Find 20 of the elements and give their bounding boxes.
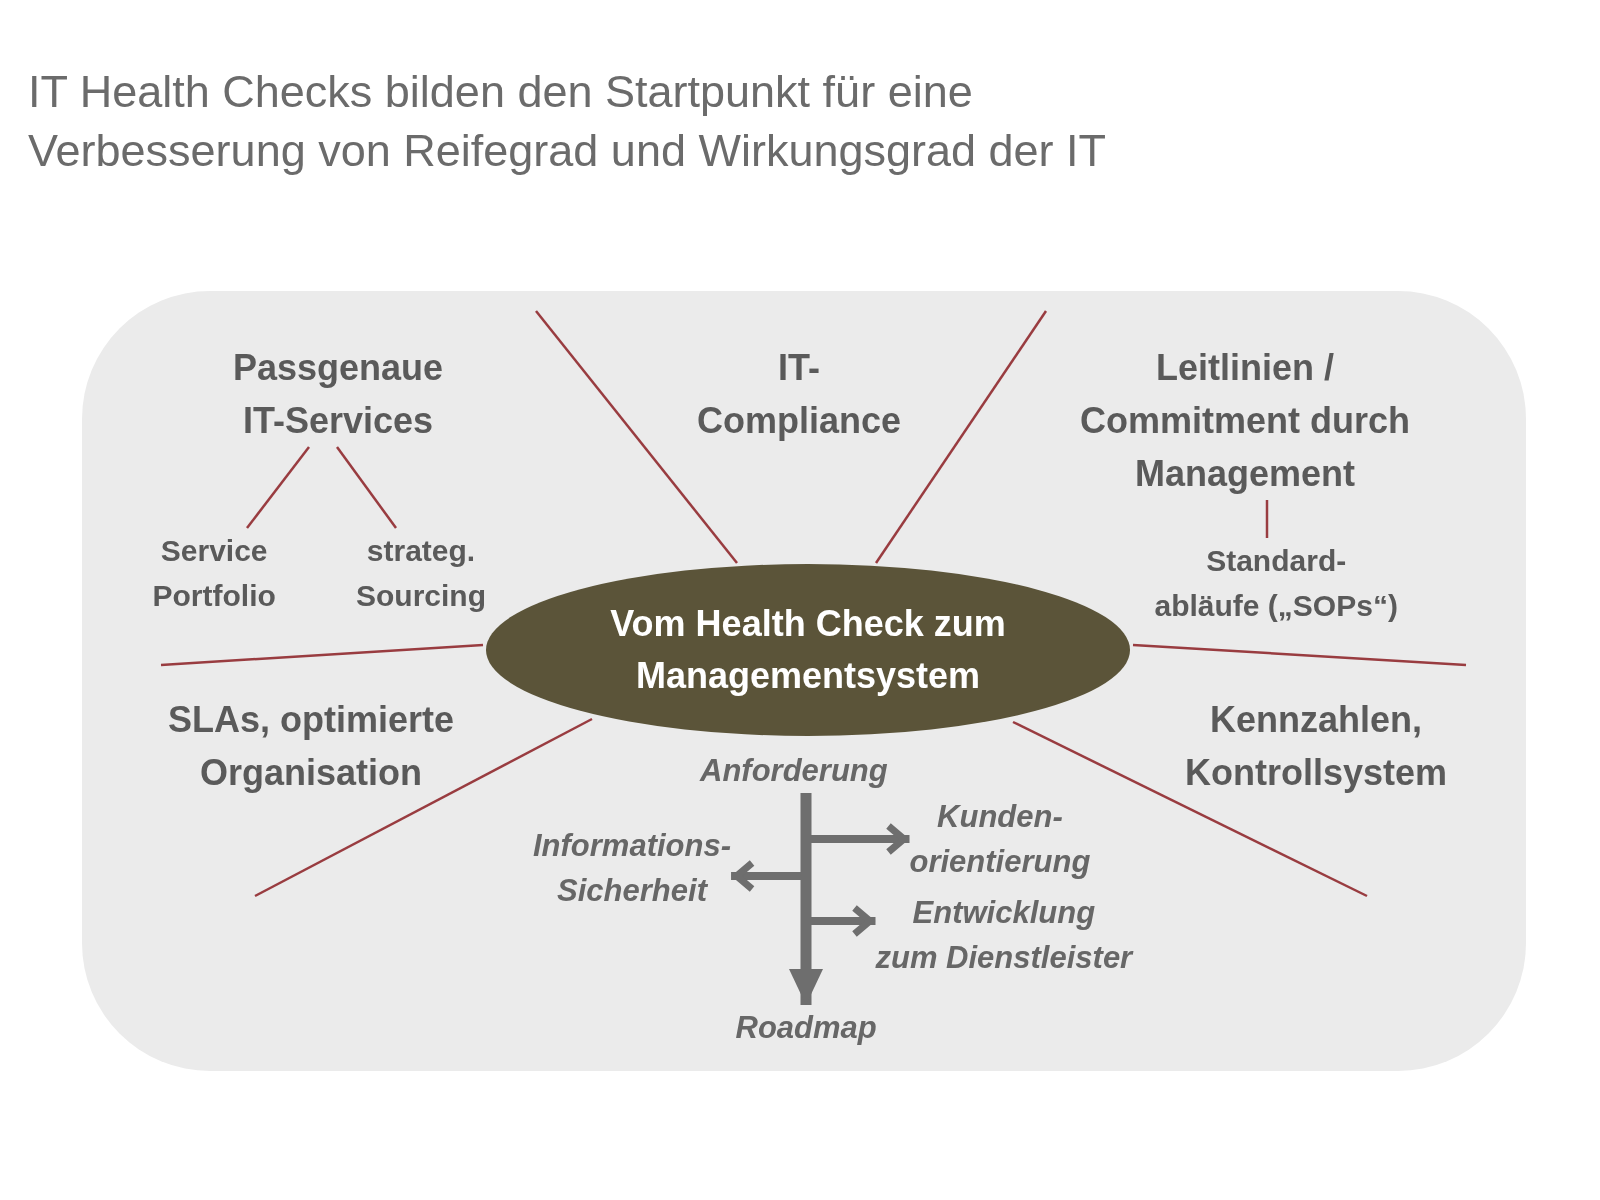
rounded-panel: [82, 291, 1526, 1071]
connector-line: [1265, 500, 1269, 538]
arrow: [789, 793, 823, 1005]
diagram-title: IT Health Checks bilden den Startpunkt für eine Verbesserung von Reifegrad und Wirkungsgrad der IT: [28, 65, 1107, 178]
flow-label: Kunden- orientierung: [909, 794, 1091, 884]
subtopic-label: Standard- abläufe („SOPs“): [1154, 538, 1398, 628]
topic-label: SLAs, optimierte Organisation: [168, 693, 455, 799]
topic-label: Passgenaue IT-Services: [233, 341, 444, 447]
connector-line: [246, 446, 310, 529]
topic-label: Leitlinien / Commitment durch Management: [1080, 341, 1410, 500]
flow-label: Anforderung: [700, 748, 888, 793]
topic-label: Kennzahlen, Kontrollsystem: [1185, 693, 1448, 799]
subtopic-label: Service Portfolio: [152, 528, 276, 618]
topic-label: IT- Compliance: [697, 341, 902, 447]
connector-line: [336, 446, 397, 529]
flow-label: Roadmap: [735, 1005, 877, 1050]
central-ellipse: Vom Health Check zum Managementsystem: [485, 563, 1131, 737]
flow-label: Informations- Sicherheit: [533, 823, 732, 913]
flow-label: Entwicklung zum Dienstleister: [875, 890, 1133, 980]
subtopic-label: strateg. Sourcing: [356, 528, 486, 618]
